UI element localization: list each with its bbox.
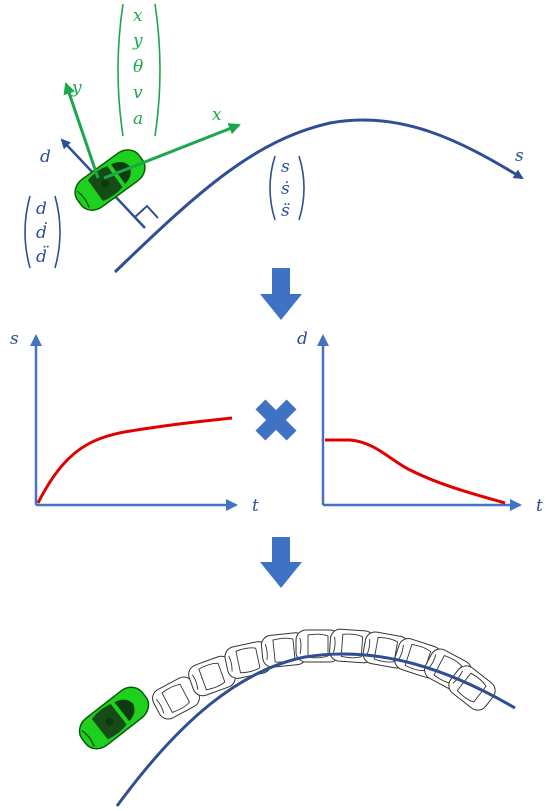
state-v: v — [133, 83, 143, 103]
right-angle-marker — [134, 204, 159, 219]
cartesian-y-axis — [63, 82, 100, 179]
cartesian-x-axis — [103, 123, 241, 180]
d-t-curve — [325, 438, 506, 505]
down-arrow-icon — [260, 268, 302, 320]
state-a: a — [133, 109, 143, 129]
state-s-ddot: s̈ — [281, 201, 291, 221]
state-y: y — [132, 31, 143, 51]
cartesian-state-vector: x y θ v a — [117, 3, 161, 137]
d-state-vector: d ḋ d̈ — [24, 195, 61, 269]
reference-road-curve-bottom — [115, 652, 516, 807]
down-arrow-icon — [260, 537, 302, 588]
state-d: d — [36, 199, 47, 219]
d-axis-label: d — [40, 147, 51, 167]
s-axis-label: s — [515, 146, 524, 166]
s-state-vector: s ṡ s̈ — [269, 155, 305, 221]
y-axis-label: y — [71, 78, 82, 98]
state-x: x — [133, 6, 143, 26]
state-theta: θ — [133, 57, 143, 77]
reference-road-curve — [113, 118, 524, 274]
state-d-dot: ḋ — [36, 222, 47, 243]
state-d-ddot: d̈ — [36, 245, 50, 267]
s-plot-xlabel: t — [252, 496, 259, 516]
car-icon — [72, 680, 156, 756]
d-plot-xlabel: t — [536, 496, 543, 516]
s-t-curve — [36, 416, 233, 504]
d-plot-ylabel: d — [297, 329, 308, 349]
car-icon — [68, 143, 152, 217]
state-s-dot: ṡ — [281, 179, 290, 199]
multiply-icon — [255, 399, 297, 441]
s-plot-ylabel: s — [10, 329, 19, 349]
x-axis-label: x — [212, 105, 222, 125]
state-s: s — [281, 157, 290, 177]
